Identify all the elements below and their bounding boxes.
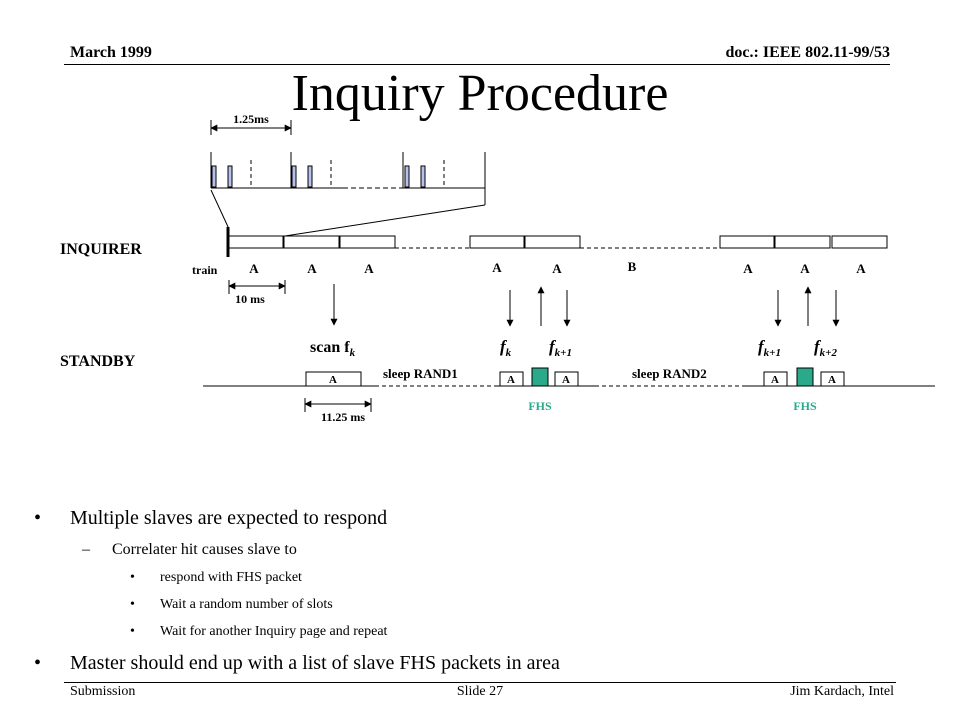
- zoom-line-left: [210, 189, 230, 230]
- slot-label: A: [307, 261, 317, 276]
- footer-slide-number: Slide 27: [456, 684, 504, 699]
- freq-label-fk2: fk+2: [814, 337, 837, 359]
- footer-rule: [64, 682, 896, 683]
- header-rule: [64, 64, 890, 65]
- slot: [719, 235, 775, 249]
- pulse: [211, 165, 217, 188]
- freq-label-fk1: fk+1: [549, 337, 572, 359]
- pulse: [227, 165, 233, 188]
- header-date: March 1999: [70, 44, 152, 61]
- inquirer-slots: [227, 235, 888, 249]
- pulse-group: [211, 165, 426, 188]
- standby-packet-label: A: [507, 374, 515, 386]
- slide-title: Inquiry Procedure: [291, 65, 669, 122]
- bullet-subsubitem: •Wait for another Inquiry page and repea…: [130, 624, 388, 639]
- slot: [774, 235, 831, 249]
- freq-label-fk1-b: fk+1: [758, 337, 781, 359]
- pulse: [404, 165, 410, 188]
- footer-submission: Submission: [70, 684, 136, 699]
- slot: [283, 235, 340, 249]
- bullet-subsubitem: •Wait a random number of slots: [130, 597, 333, 612]
- slot: [831, 235, 888, 249]
- inquirer-label: INQUIRER: [60, 241, 142, 258]
- pulse: [307, 165, 313, 188]
- bullet-item: •Master should end up with a list of sla…: [34, 652, 560, 674]
- fhs-label: FHS: [528, 399, 552, 413]
- standby-packet-label: A: [562, 374, 570, 386]
- standby-scan-packet-label: A: [329, 374, 337, 386]
- frequency-arrows: [330, 284, 840, 327]
- pulse: [420, 165, 426, 188]
- scan-interval-dimension: [304, 398, 372, 412]
- header-doc-id: doc.: IEEE 802.11-99/53: [725, 44, 890, 61]
- bullet-item: •Multiple slaves are expected to respond: [34, 507, 388, 529]
- slot: [339, 235, 396, 249]
- standby-packet-label: A: [828, 374, 836, 386]
- slot-label: A: [552, 261, 562, 276]
- slot: [524, 235, 581, 249]
- magnified-timeline: [210, 152, 486, 205]
- slot: [469, 235, 525, 249]
- pulse: [291, 165, 297, 188]
- slot-label: A: [492, 260, 502, 275]
- bullet-subitem: –Correlater hit causes slave to: [82, 541, 297, 558]
- train-interval-dimension: [228, 280, 286, 294]
- fhs-label: FHS: [793, 399, 817, 413]
- slot-label: A: [856, 261, 866, 276]
- freq-label-fk: fk: [500, 337, 512, 359]
- bullet-list: •Multiple slaves are expected to respond…: [34, 506, 914, 675]
- sleep-rand2-label: sleep RAND2: [632, 366, 707, 381]
- standby-timeline: [203, 367, 935, 387]
- slot-label: A: [800, 261, 810, 276]
- top-interval-label: 1.25ms: [233, 112, 269, 126]
- standby-packet-label: A: [771, 374, 779, 386]
- scan-label: scan fk: [310, 339, 356, 359]
- slot-label: A: [249, 261, 259, 276]
- slot-label-b: B: [628, 259, 637, 274]
- slot: [227, 235, 284, 249]
- scan-interval-label: 11.25 ms: [321, 410, 365, 424]
- standby-label: STANDBY: [60, 353, 136, 370]
- slot-label: A: [364, 261, 374, 276]
- train-interval-label: 10 ms: [235, 292, 265, 306]
- sleep-rand1-label: sleep RAND1: [383, 366, 458, 381]
- top-interval-dimension: [210, 120, 292, 135]
- footer-author: Jim Kardach, Intel: [790, 684, 894, 699]
- zoom-line-right: [284, 204, 486, 237]
- bullet-subsubitem: •respond with FHS packet: [130, 570, 302, 585]
- slot-label: A: [743, 261, 753, 276]
- train-label: train: [192, 263, 218, 277]
